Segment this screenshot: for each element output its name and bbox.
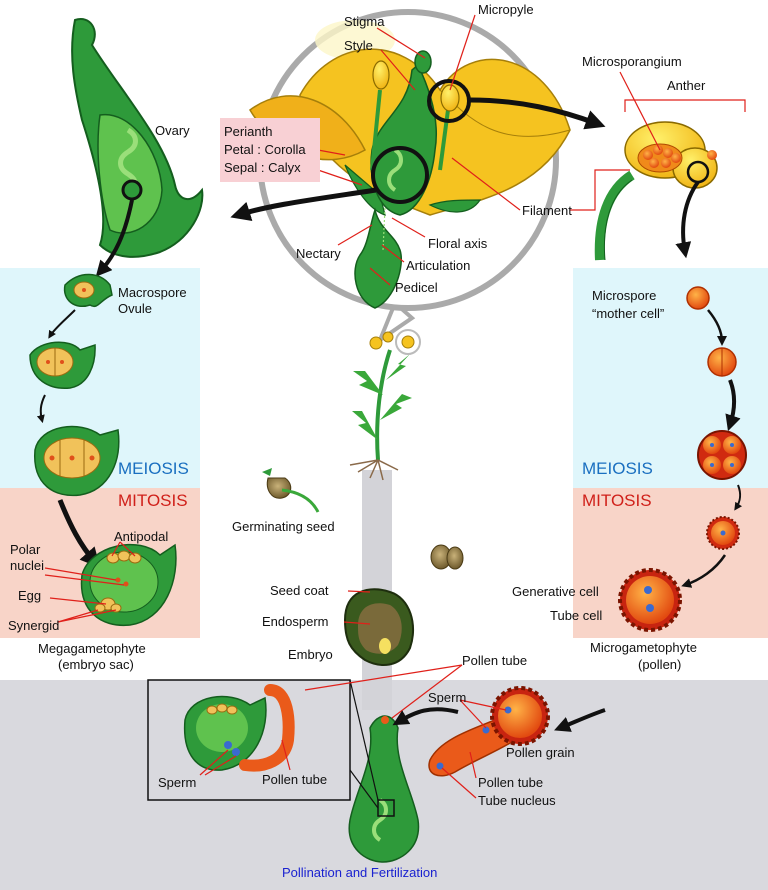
label-synergid: Synergid: [8, 618, 59, 633]
ovule-stage-3: [34, 425, 120, 497]
microspore-cell: [706, 516, 740, 550]
label-germinating-seed: Germinating seed: [232, 519, 335, 534]
arrow-pollen-to-pistil: [392, 707, 459, 726]
label-stigma: Stigma: [344, 14, 385, 29]
label-embryo: Embryo: [288, 647, 333, 662]
label-sperm-right: Sperm: [428, 690, 466, 705]
embryo-sac: [80, 543, 177, 627]
anther-illustration: [594, 121, 718, 261]
label-mitosis-right: MITOSIS: [582, 491, 652, 510]
label-polar: Polar: [10, 542, 41, 557]
label-tube-cell: Tube cell: [550, 608, 602, 623]
pistil-fertilization: [348, 715, 420, 863]
tetrad-cell: [697, 430, 747, 480]
label-microspore: Microspore: [592, 288, 656, 303]
label-style: Style: [344, 38, 373, 53]
label-pollen-tube-top: Pollen tube: [462, 653, 527, 668]
label-articulation: Articulation: [406, 258, 470, 273]
label-pollen-tube-inset: Pollen tube: [262, 772, 327, 787]
macrospore-ovule: [63, 273, 113, 307]
seed-cross-section: [343, 588, 415, 666]
label-meiosis-left: MEIOSIS: [118, 459, 189, 478]
pollen-grain-cell: [618, 568, 682, 632]
label-petal: Petal : Corolla: [224, 142, 306, 157]
label-seed-coat: Seed coat: [270, 583, 329, 598]
label-pollen-tube-right: Pollen tube: [478, 775, 543, 790]
inset-embryo-sac: [183, 684, 295, 772]
dyad-cell: [707, 347, 737, 377]
zoom-arrow-ovary: [230, 187, 377, 221]
label-anther: Anther: [667, 78, 706, 93]
label-pollen: (pollen): [638, 657, 681, 672]
loose-seeds: [430, 544, 464, 570]
ovule-stage-2: [29, 341, 96, 389]
label-antipodal: Antipodal: [114, 529, 168, 544]
germinating-seed: [262, 468, 320, 513]
label-filament: Filament: [522, 203, 572, 218]
label-mother-cell: “mother cell”: [592, 306, 664, 321]
label-microgametophyte: Microgametophyte: [590, 640, 697, 655]
label-sepal: Sepal : Calyx: [224, 160, 301, 175]
label-macrospore: Macrospore: [118, 285, 187, 300]
title-pollination-fertilization: Pollination and Fertilization: [282, 865, 437, 880]
microspore-mother-cell: [686, 286, 710, 310]
label-embryo-sac: (embryo sac): [58, 657, 134, 672]
label-megagametophyte: Megagametophyte: [38, 641, 146, 656]
perianth-box: [220, 118, 320, 182]
label-endosperm: Endosperm: [262, 614, 328, 629]
label-floral-axis: Floral axis: [428, 236, 488, 251]
label-microsporangium: Microsporangium: [582, 54, 682, 69]
label-pedicel: Pedicel: [395, 280, 438, 295]
germinating-pollen-grain: [428, 686, 550, 777]
label-pollen-grain: Pollen grain: [506, 745, 575, 760]
zoom-arrow-anther: [469, 97, 606, 130]
label-micropyle: Micropyle: [478, 2, 534, 17]
label-ovule: Ovule: [118, 301, 152, 316]
label-sperm-inset: Sperm: [158, 775, 196, 790]
label-mitosis-left: MITOSIS: [118, 491, 188, 510]
arrow-pollen-release: [554, 708, 606, 732]
label-tube-nucleus: Tube nucleus: [478, 793, 556, 808]
flower-magnifier: [249, 9, 571, 346]
label-nectary: Nectary: [296, 246, 341, 261]
label-egg: Egg: [18, 588, 41, 603]
label-nuclei: nuclei: [10, 558, 44, 573]
label-generative-cell: Generative cell: [512, 584, 599, 599]
ovary-illustration: [71, 18, 204, 258]
label-meiosis-right: MEIOSIS: [582, 459, 653, 478]
label-perianth: Perianth: [224, 124, 272, 139]
mature-plant: [349, 329, 421, 481]
label-ovary: Ovary: [155, 123, 190, 138]
